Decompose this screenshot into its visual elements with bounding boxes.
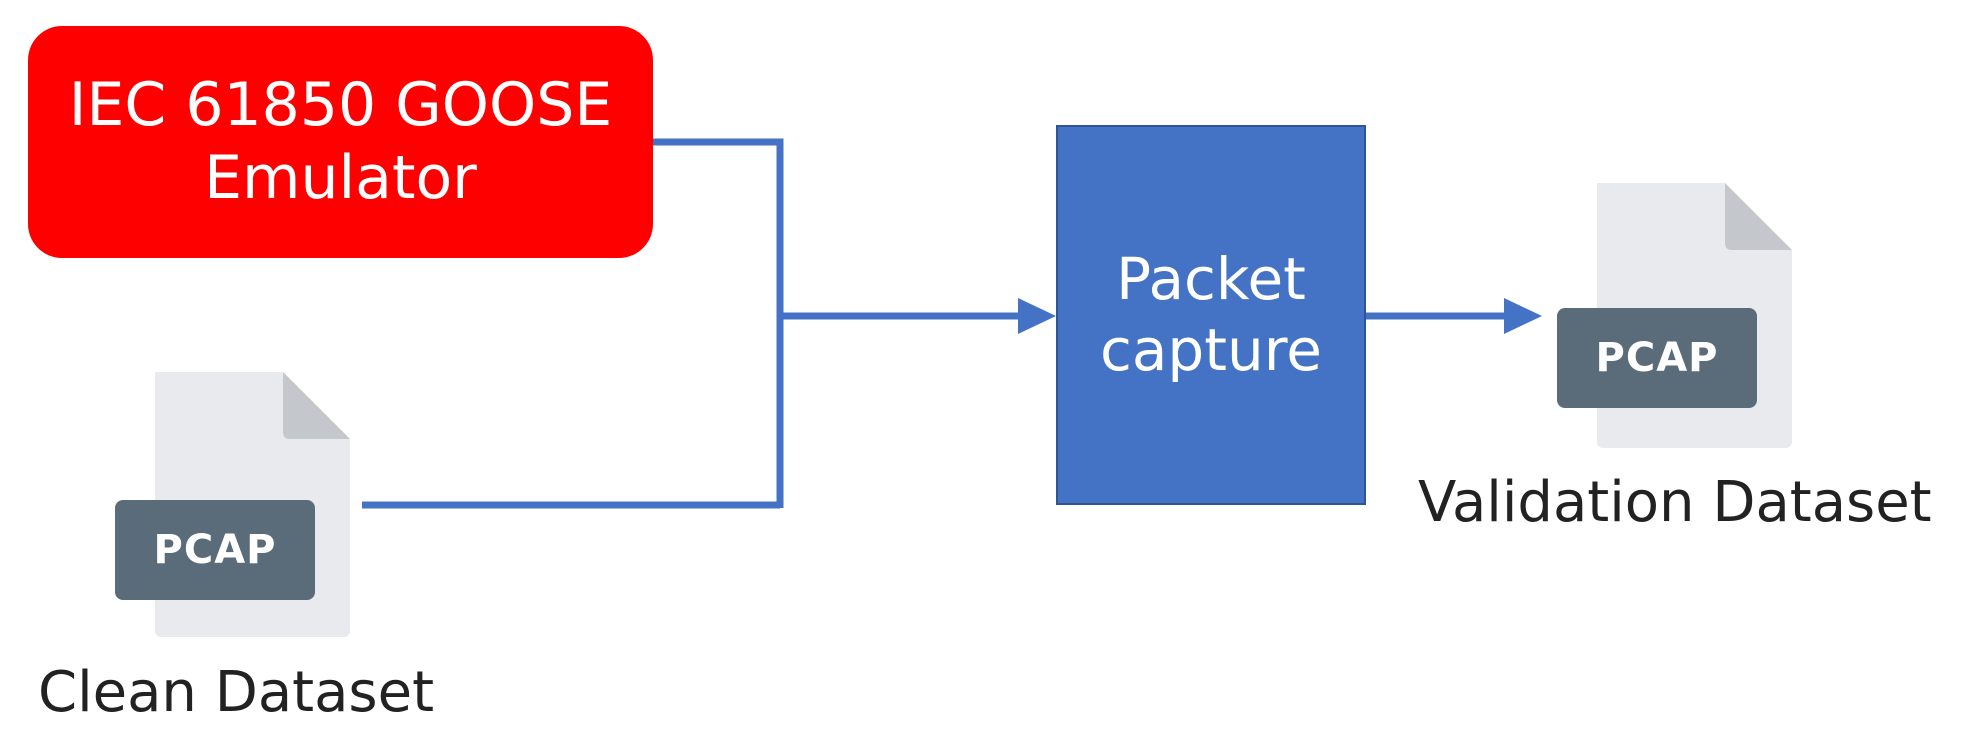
validation-dataset-file-icon: PCAP — [1557, 183, 1797, 448]
goose-emulator-box: IEC 61850 GOOSE Emulator — [28, 26, 653, 258]
arrowhead-to-validation — [1504, 298, 1542, 334]
emulator-title-line2: Emulator — [204, 143, 477, 213]
arrowhead-to-capture — [1018, 298, 1056, 334]
validation-pcap-badge: PCAP — [1557, 308, 1757, 408]
capture-title-line2: capture — [1099, 316, 1322, 384]
clean-dataset-caption: Clean Dataset — [38, 660, 435, 725]
validation-dataset-caption: Validation Dataset — [1418, 470, 1932, 535]
clean-dataset-file-icon: PCAP — [115, 372, 355, 637]
clean-pcap-badge: PCAP — [115, 500, 315, 600]
capture-title-line1: Packet — [1116, 245, 1306, 314]
packet-capture-box: Packet capture — [1056, 125, 1366, 505]
clean-pcap-badge-label: PCAP — [153, 527, 277, 573]
validation-pcap-badge-label: PCAP — [1595, 335, 1719, 381]
emulator-title-line1: IEC 61850 GOOSE — [68, 69, 613, 140]
connector-emulator — [653, 138, 784, 508]
